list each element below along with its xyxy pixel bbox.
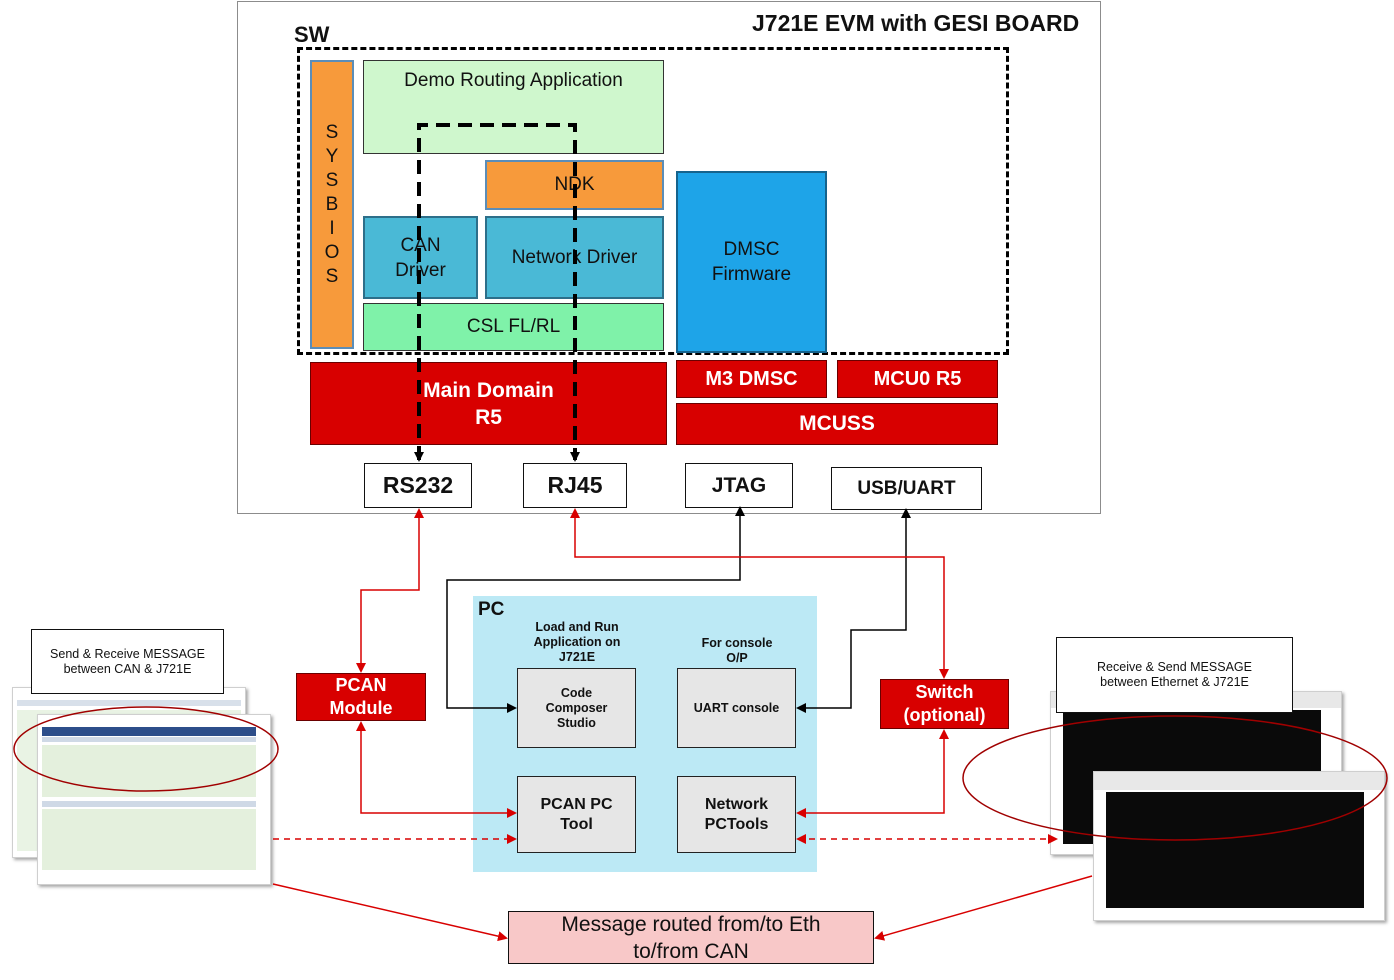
main-domain-line: Main Domain xyxy=(423,378,554,402)
switch-line: (optional) xyxy=(903,705,986,725)
can-driver-line: CAN xyxy=(400,234,441,256)
eth-to-message-line xyxy=(874,875,1093,941)
sysbios-letter: Y xyxy=(325,145,339,167)
csl-block: CSL FL/RL xyxy=(363,303,664,351)
sysbios-block: S Y S B I O S xyxy=(310,60,354,349)
sysbios-letter: O xyxy=(324,241,340,263)
m3-dmsc-block: M3 DMSC xyxy=(676,360,827,398)
mcuss-label: MCUSS xyxy=(799,412,875,435)
ccs-line: Studio xyxy=(557,715,596,730)
message-line: Message routed from/to Eth xyxy=(561,912,821,936)
pcan-screenshot-front xyxy=(37,714,271,885)
sysbios-letter: S xyxy=(325,169,339,191)
can-highlight-ellipse xyxy=(13,706,279,792)
pcan-tool-line: Tool xyxy=(560,815,593,833)
usb-uart-label: USB/UART xyxy=(857,477,956,499)
main-domain-r5: Main Domain R5 xyxy=(310,362,667,445)
pcan-tool-line: PCAN PC xyxy=(540,795,613,813)
callout-line: Receive & Send MESSAGE xyxy=(1097,660,1252,674)
main-domain-line: R5 xyxy=(475,405,502,429)
rs232-to-pcan-line xyxy=(356,508,424,673)
rs232-port: RS232 xyxy=(364,463,472,508)
callout-eth-message: Receive & Send MESSAGE between Ethernet … xyxy=(1056,637,1293,713)
rj45-label: RJ45 xyxy=(547,472,603,498)
message-line: to/from CAN xyxy=(633,939,749,963)
mcuss-block: MCUSS xyxy=(676,403,998,445)
demo-app-label: Demo Routing Application xyxy=(404,70,623,91)
mcu0-r5-label: MCU0 R5 xyxy=(873,367,962,390)
callout-line: between CAN & J721E xyxy=(63,661,192,676)
network-pctools: Network PCTools xyxy=(677,776,796,853)
terminal-screenshot-front xyxy=(1093,771,1385,921)
dmsc-line: DMSC xyxy=(723,239,780,260)
dmsc-line: Firmware xyxy=(711,264,792,285)
rj45-to-switch-line xyxy=(570,508,949,679)
sysbios-letter: S xyxy=(325,265,339,287)
pcan-to-tool-line xyxy=(356,721,517,818)
sysbios-letter: I xyxy=(329,217,335,239)
netpct-line: Network xyxy=(704,795,769,813)
callout-line: Send & Receive MESSAGE xyxy=(50,646,205,661)
sw-label: SW xyxy=(294,22,330,47)
pcan-line: PCAN xyxy=(335,675,387,695)
routing-path-line xyxy=(414,123,580,462)
mcu0-r5-block: MCU0 R5 xyxy=(837,360,998,398)
netpct-line: PCTools xyxy=(704,815,769,833)
can-to-message-line xyxy=(272,883,508,942)
callout-can-message: Send & Receive MESSAGE between CAN & J72… xyxy=(31,629,224,694)
usb-to-uart-line xyxy=(796,508,911,713)
callout-line: between Ethernet & J721E xyxy=(1100,675,1249,689)
board-title: J721E EVM with GESI BOARD xyxy=(752,10,1080,36)
switch-line: Switch xyxy=(915,682,974,702)
dmsc-firmware-block: DMSC Firmware xyxy=(676,171,827,353)
rs232-label: RS232 xyxy=(382,472,454,498)
jtag-to-ccs-line xyxy=(446,506,745,713)
pcan-module: PCAN Module xyxy=(296,673,426,721)
sysbios-letter: S xyxy=(325,121,339,143)
eth-highlight-ellipse xyxy=(962,715,1388,841)
pcan-line: Module xyxy=(329,698,393,718)
demo-routing-application: Demo Routing Application xyxy=(363,60,664,154)
m3-dmsc-label: M3 DMSC xyxy=(705,367,798,390)
message-routed-box: Message routed from/to Eth to/from CAN xyxy=(508,911,874,964)
sw-boundary xyxy=(297,47,1009,355)
jtag-label: JTAG xyxy=(711,474,767,497)
sysbios-letter: B xyxy=(325,193,339,215)
csl-label: CSL FL/RL xyxy=(466,316,561,337)
pcan-pc-tool: PCAN PC Tool xyxy=(517,776,636,853)
jtag-port: JTAG xyxy=(685,463,793,508)
pc-label: PC xyxy=(478,599,505,620)
rj45-port: RJ45 xyxy=(523,463,627,508)
switch-to-pctools-line xyxy=(796,729,949,818)
